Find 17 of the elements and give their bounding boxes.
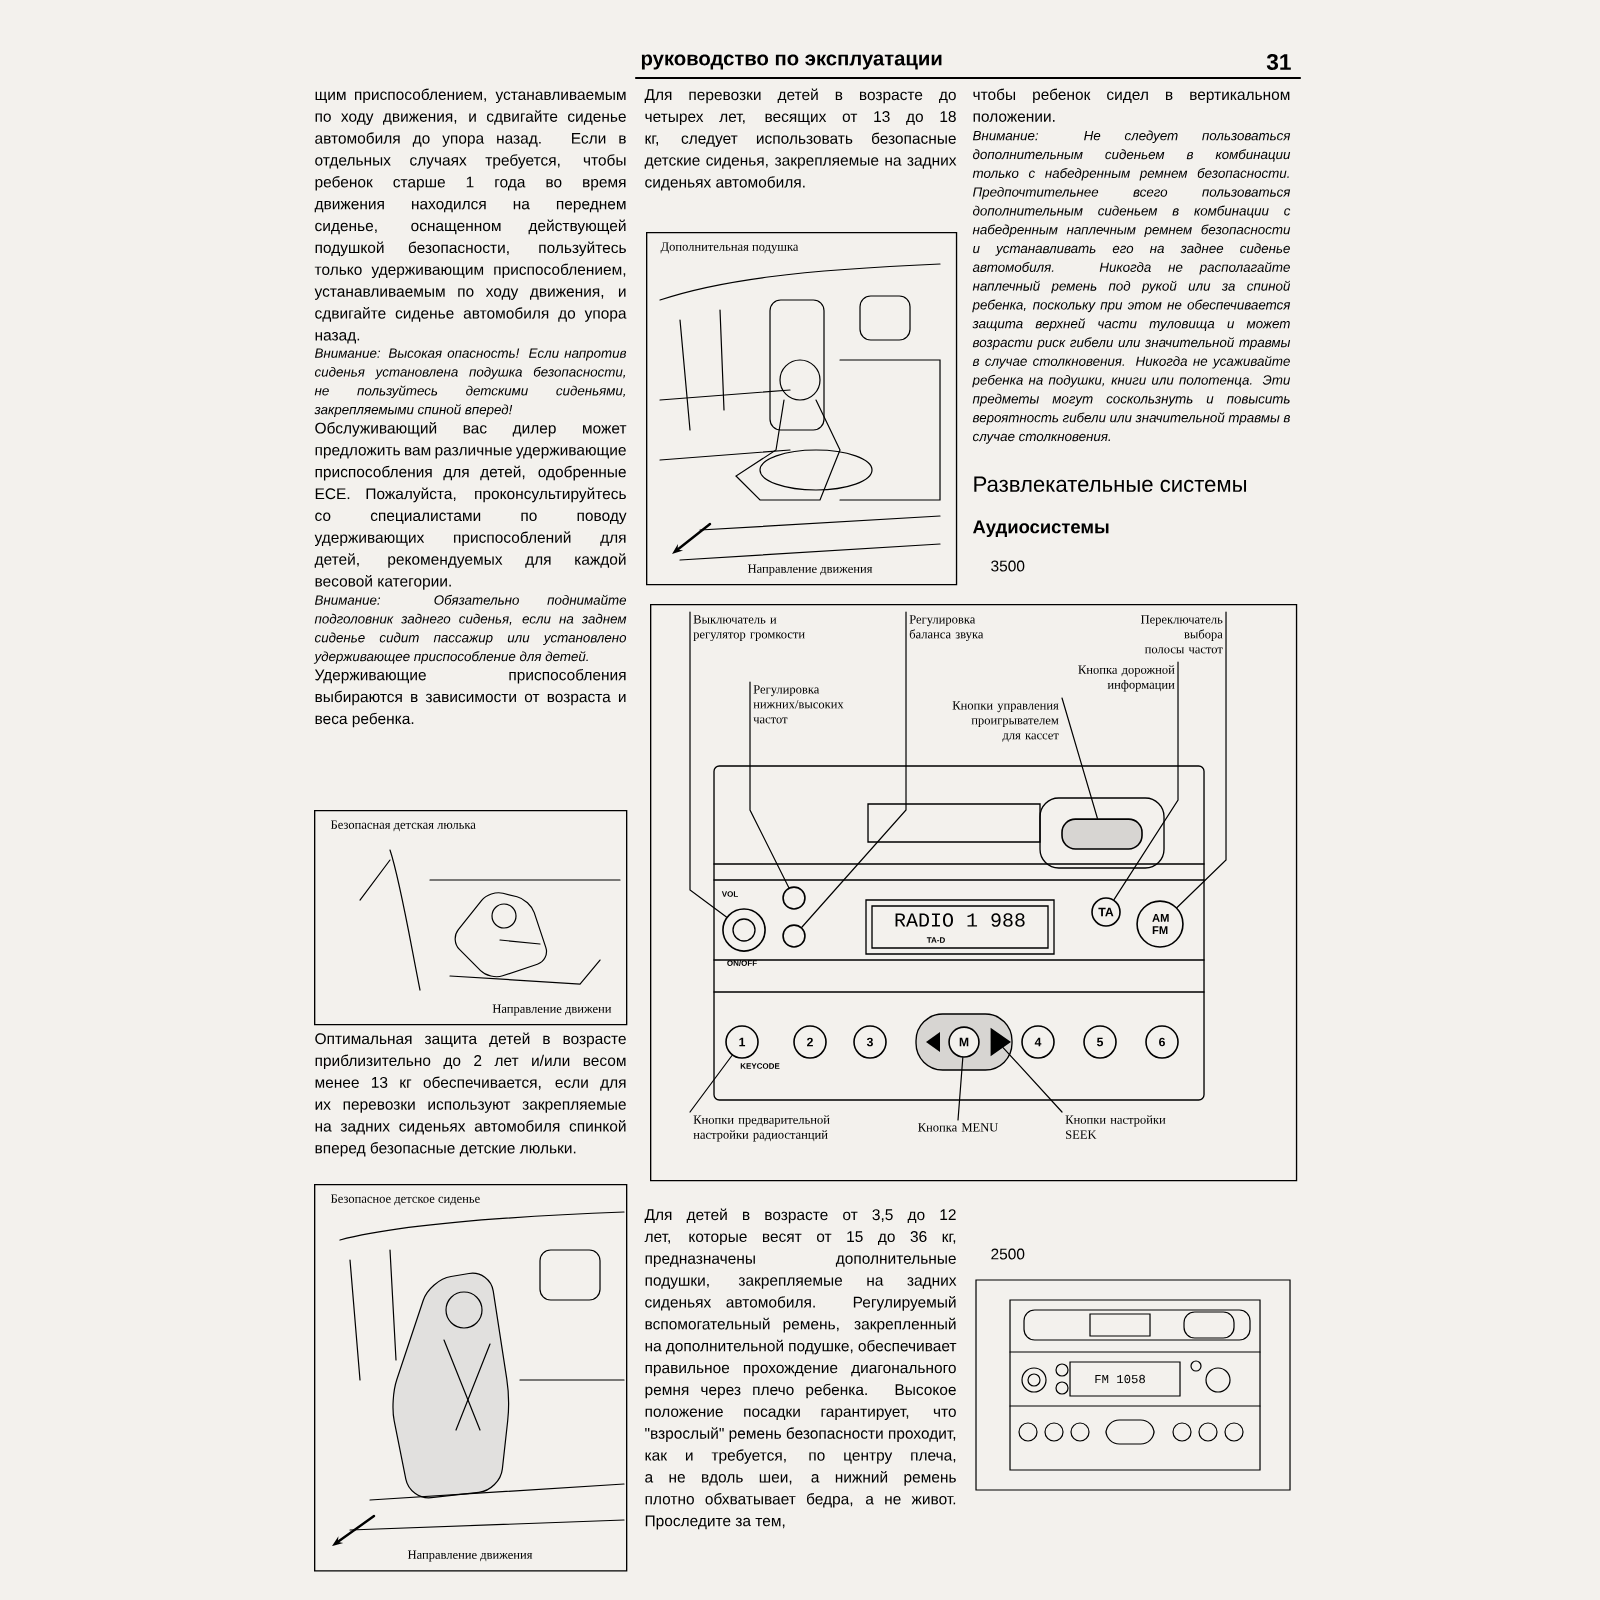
leader-line xyxy=(689,1054,733,1113)
leader-line xyxy=(1176,611,1227,909)
leader-line xyxy=(749,681,790,889)
leader-line xyxy=(1061,697,1098,819)
leader-line xyxy=(801,611,907,928)
round-button xyxy=(782,924,806,948)
leader-line xyxy=(1113,661,1179,901)
leader-line xyxy=(957,1057,964,1121)
round-button xyxy=(782,886,806,910)
leader-line xyxy=(1002,1046,1063,1113)
page-number: 31 xyxy=(1266,54,1291,71)
figure-panel xyxy=(650,604,1298,1182)
cassette-buttons xyxy=(1061,818,1143,850)
display-text: RADIO 1 988 xyxy=(895,913,1025,927)
running-header: руководство по эксплуатации xyxy=(641,54,942,70)
leader-line xyxy=(689,611,728,918)
volume-knob xyxy=(722,908,766,952)
